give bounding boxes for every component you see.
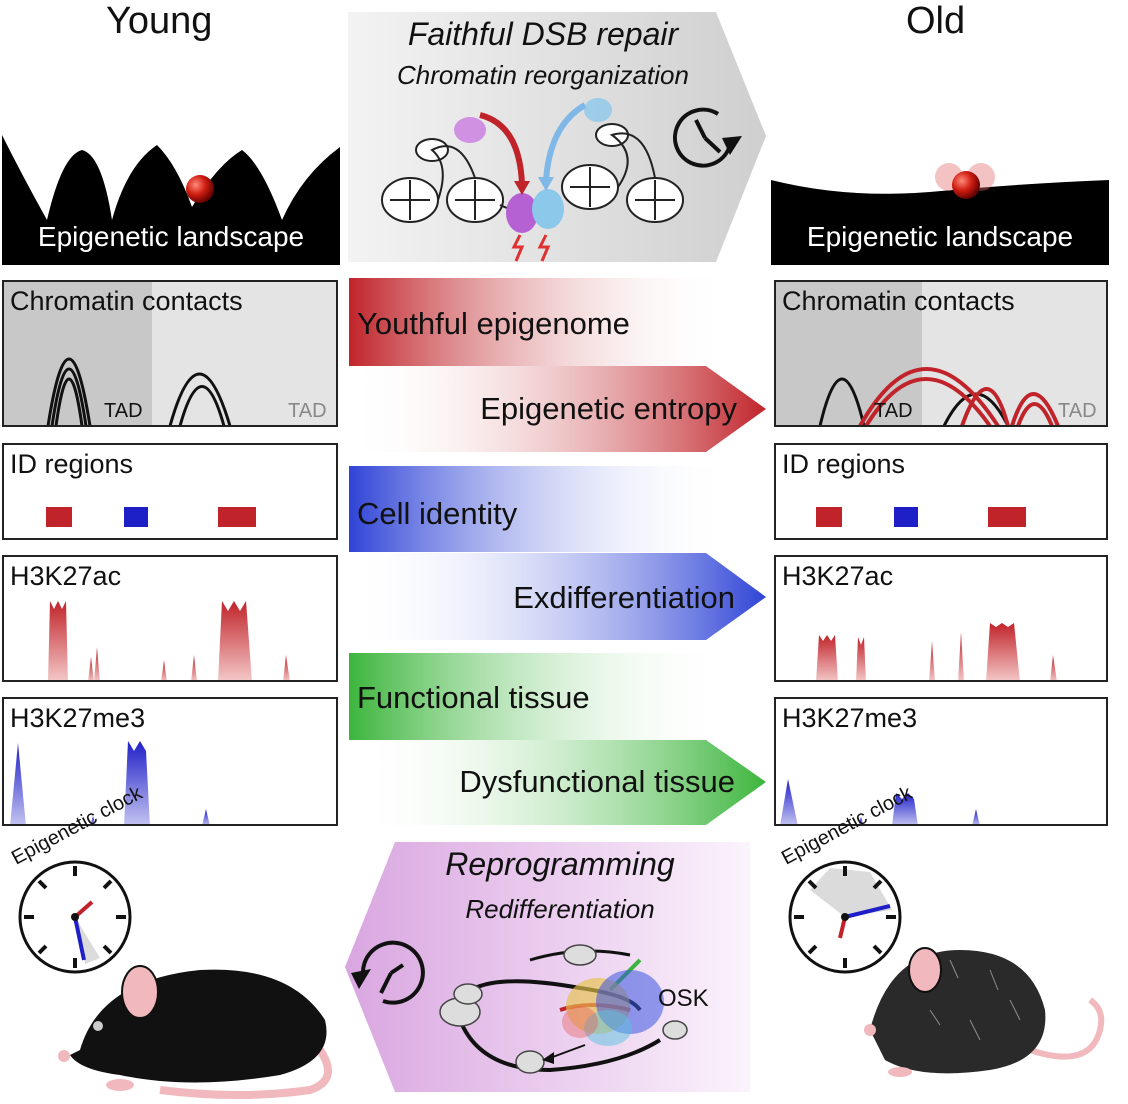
functional-band — [349, 653, 729, 740]
young-epigenetic-clock — [18, 860, 132, 974]
young-epigenetic-landscape: Epigenetic landscape — [2, 125, 340, 265]
young-chromatin-contacts-panel: Chromatin contacts TAD TAD — [2, 280, 338, 427]
old-chromatin-contacts-panel: Chromatin contacts TAD TAD — [774, 280, 1108, 427]
old-chromatin-contacts-title: Chromatin contacts — [782, 286, 1015, 316]
id-region-red-1 — [46, 507, 72, 527]
young-h3k27me3-title: H3K27me3 — [10, 703, 146, 733]
osk-chromatin-illustration — [439, 944, 688, 1074]
young-id-regions-panel: ID regions — [2, 443, 338, 540]
id-region-red-2 — [988, 507, 1026, 527]
old-id-regions-panel: ID regions — [774, 443, 1108, 540]
young-tad-label-2: TAD — [288, 400, 327, 422]
dsb-repair-title: Faithful DSB repair — [407, 16, 679, 52]
young-tad-label-1: TAD — [104, 400, 143, 422]
young-landscape-label: Epigenetic landscape — [37, 221, 305, 252]
old-column-title: Old — [906, 0, 966, 42]
chromatin-reorganization-subtitle: Chromatin reorganization — [397, 60, 689, 90]
id-region-blue — [124, 507, 148, 527]
young-id-regions-title: ID regions — [10, 449, 134, 479]
reprogramming-arrow — [345, 842, 750, 1092]
young-chromatin-contacts-title: Chromatin contacts — [10, 286, 243, 316]
old-h3k27me3-title: H3K27me3 — [782, 703, 918, 733]
young-mouse-illustration — [58, 965, 332, 1099]
youthful-band — [349, 278, 729, 366]
id-region-red-1 — [816, 507, 842, 527]
old-epigenetic-landscape: Epigenetic landscape — [771, 125, 1109, 265]
band-exdifferentiation: Exdifferentiation — [513, 580, 735, 615]
old-h3k27ac-title: H3K27ac — [782, 561, 894, 591]
old-mouse-illustration — [864, 947, 1105, 1077]
entropy-band — [349, 366, 766, 452]
band-dysfunctional-tissue: Dysfunctional tissue — [459, 764, 735, 799]
band-epigenetic-entropy: Epigenetic entropy — [480, 391, 737, 426]
band-functional-tissue: Functional tissue — [357, 680, 590, 715]
id-region-blue — [894, 507, 918, 527]
osk-label: OSK — [658, 985, 709, 1012]
young-column-title: Young — [106, 0, 213, 42]
young-h3k27ac-panel: H3K27ac — [2, 555, 338, 682]
old-h3k27ac-panel: H3K27ac — [774, 555, 1108, 682]
band-cell-identity: Cell identity — [357, 496, 518, 531]
old-landscape-label: Epigenetic landscape — [806, 221, 1074, 252]
old-tad-label-1: TAD — [874, 400, 913, 422]
young-h3k27ac-title: H3K27ac — [10, 561, 122, 591]
clock-forward-icon — [673, 107, 742, 168]
band-youthful-epigenome: Youthful epigenome — [357, 306, 630, 341]
exdiff-band — [349, 553, 766, 640]
reprogramming-title: Reprogramming — [445, 846, 675, 882]
old-h3k27me3-panel: H3K27me3 — [774, 697, 1108, 826]
clock-reverse-icon — [351, 940, 425, 1005]
redifferentiation-subtitle: Redifferentiation — [465, 894, 655, 924]
dysfunctional-band — [349, 740, 766, 825]
id-region-red-2 — [218, 507, 256, 527]
old-id-regions-title: ID regions — [782, 449, 906, 479]
old-tad-label-2: TAD — [1058, 400, 1097, 422]
old-epigenetic-clock — [788, 860, 902, 974]
young-h3k27me3-panel: H3K27me3 — [2, 697, 338, 826]
nucleosome-illustration — [381, 98, 684, 262]
identity-band — [349, 466, 729, 552]
